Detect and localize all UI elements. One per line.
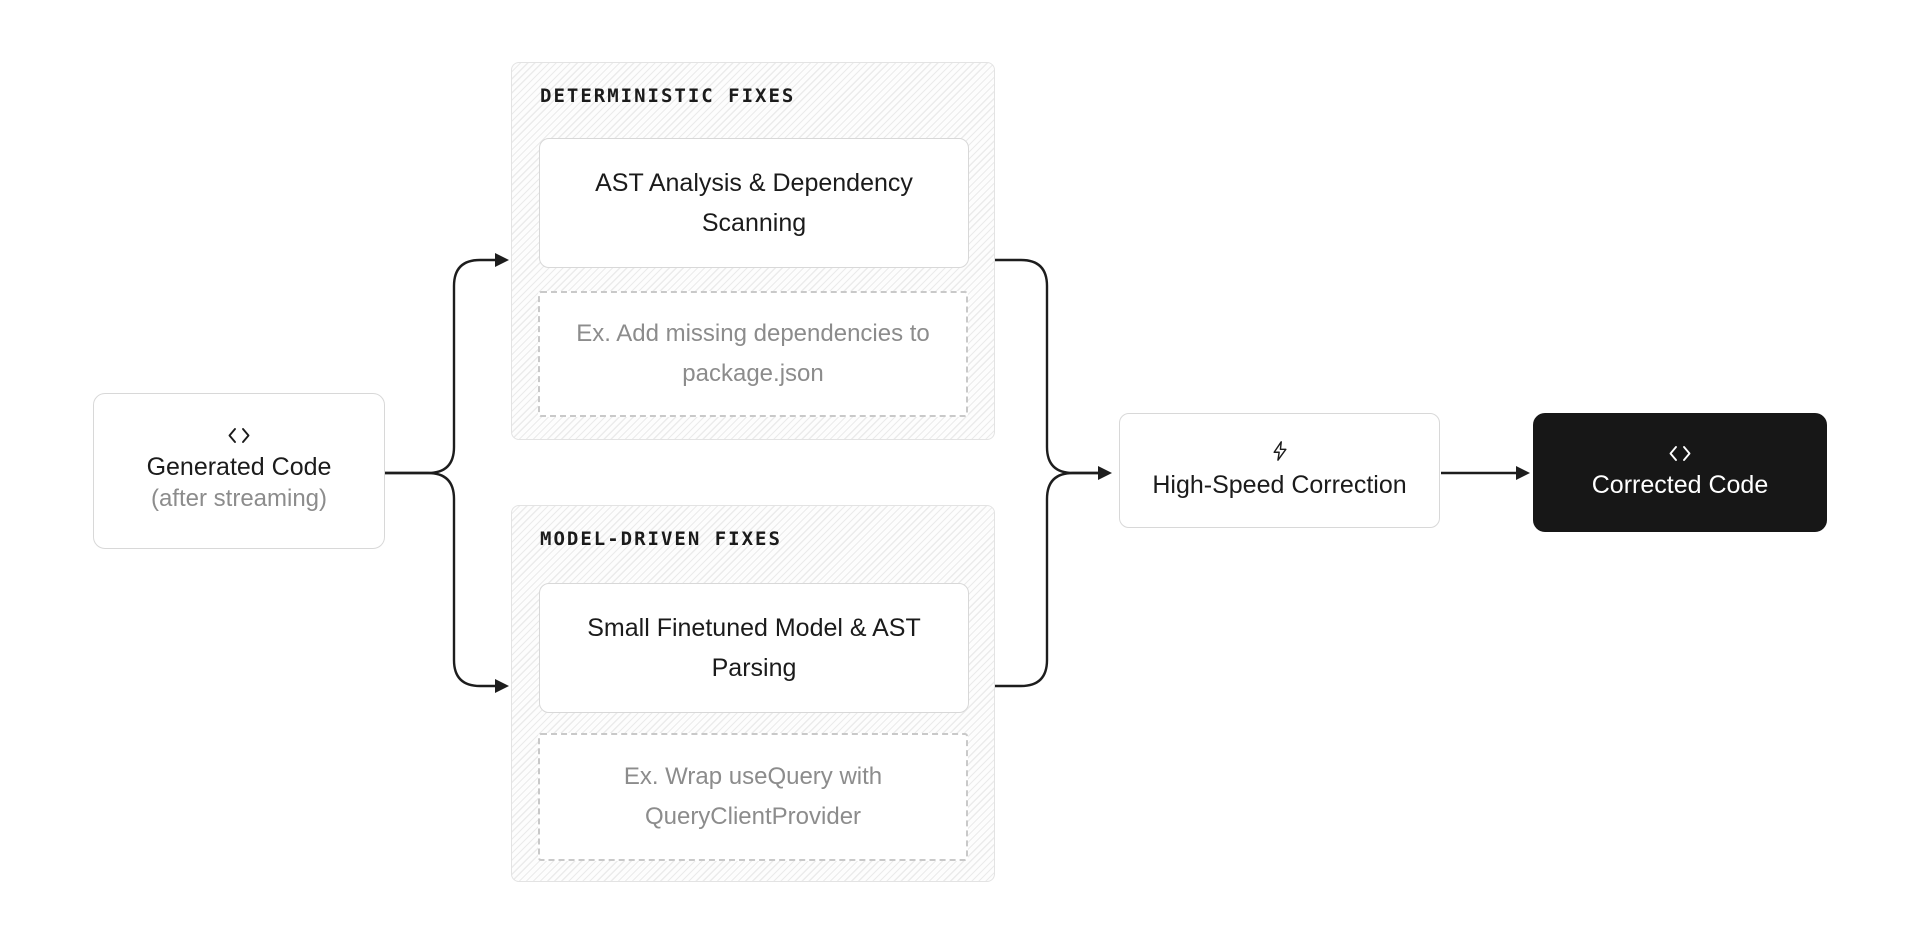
model-driven-fixes-heading: MODEL-DRIVEN FIXES: [540, 528, 782, 550]
model-driven-fixes-example-label: Ex. Wrap useQuery with QueryClientProvid…: [623, 763, 883, 830]
deterministic-fixes-card-label: AST Analysis & Dependency Scanning: [595, 169, 913, 237]
deterministic-fixes-card: AST Analysis & Dependency Scanning: [539, 138, 969, 268]
high-speed-correction-title: High-Speed Correction: [1152, 471, 1407, 499]
code-icon: [227, 427, 251, 444]
deterministic-fixes-example: Ex. Add missing dependencies to package.…: [538, 291, 968, 417]
connector-split-bottom: [385, 471, 495, 688]
connector-merge-bottom: [995, 471, 1098, 688]
arrowhead-high-speed: [1098, 466, 1112, 480]
model-driven-fixes-group: MODEL-DRIVEN FIXES Small Finetuned Model…: [511, 505, 995, 882]
corrected-code-title: Corrected Code: [1591, 470, 1769, 499]
deterministic-fixes-example-label: Ex. Add missing dependencies to package.…: [576, 320, 930, 387]
model-driven-fixes-card: Small Finetuned Model & AST Parsing: [539, 583, 969, 713]
model-driven-fixes-card-label: Small Finetuned Model & AST Parsing: [587, 614, 921, 682]
deterministic-fixes-heading: DETERMINISTIC FIXES: [540, 85, 796, 107]
corrected-code-node: Corrected Code: [1533, 413, 1827, 532]
connector-merge-top: [995, 258, 1098, 475]
model-driven-fixes-example: Ex. Wrap useQuery with QueryClientProvid…: [538, 733, 968, 861]
arrowhead-deterministic: [495, 253, 509, 267]
arrowhead-model-driven: [495, 679, 509, 693]
deterministic-fixes-group: DETERMINISTIC FIXES AST Analysis & Depen…: [511, 62, 995, 440]
generated-code-subtitle: (after streaming): [150, 485, 328, 512]
generated-code-title: Generated Code: [146, 453, 332, 481]
connector-split-top: [385, 258, 495, 475]
lightning-icon: [1270, 440, 1290, 462]
code-icon: [1668, 445, 1692, 462]
generated-code-node: Generated Code (after streaming): [93, 393, 385, 549]
high-speed-correction-node: High-Speed Correction: [1119, 413, 1440, 528]
arrowhead-corrected: [1516, 466, 1530, 480]
